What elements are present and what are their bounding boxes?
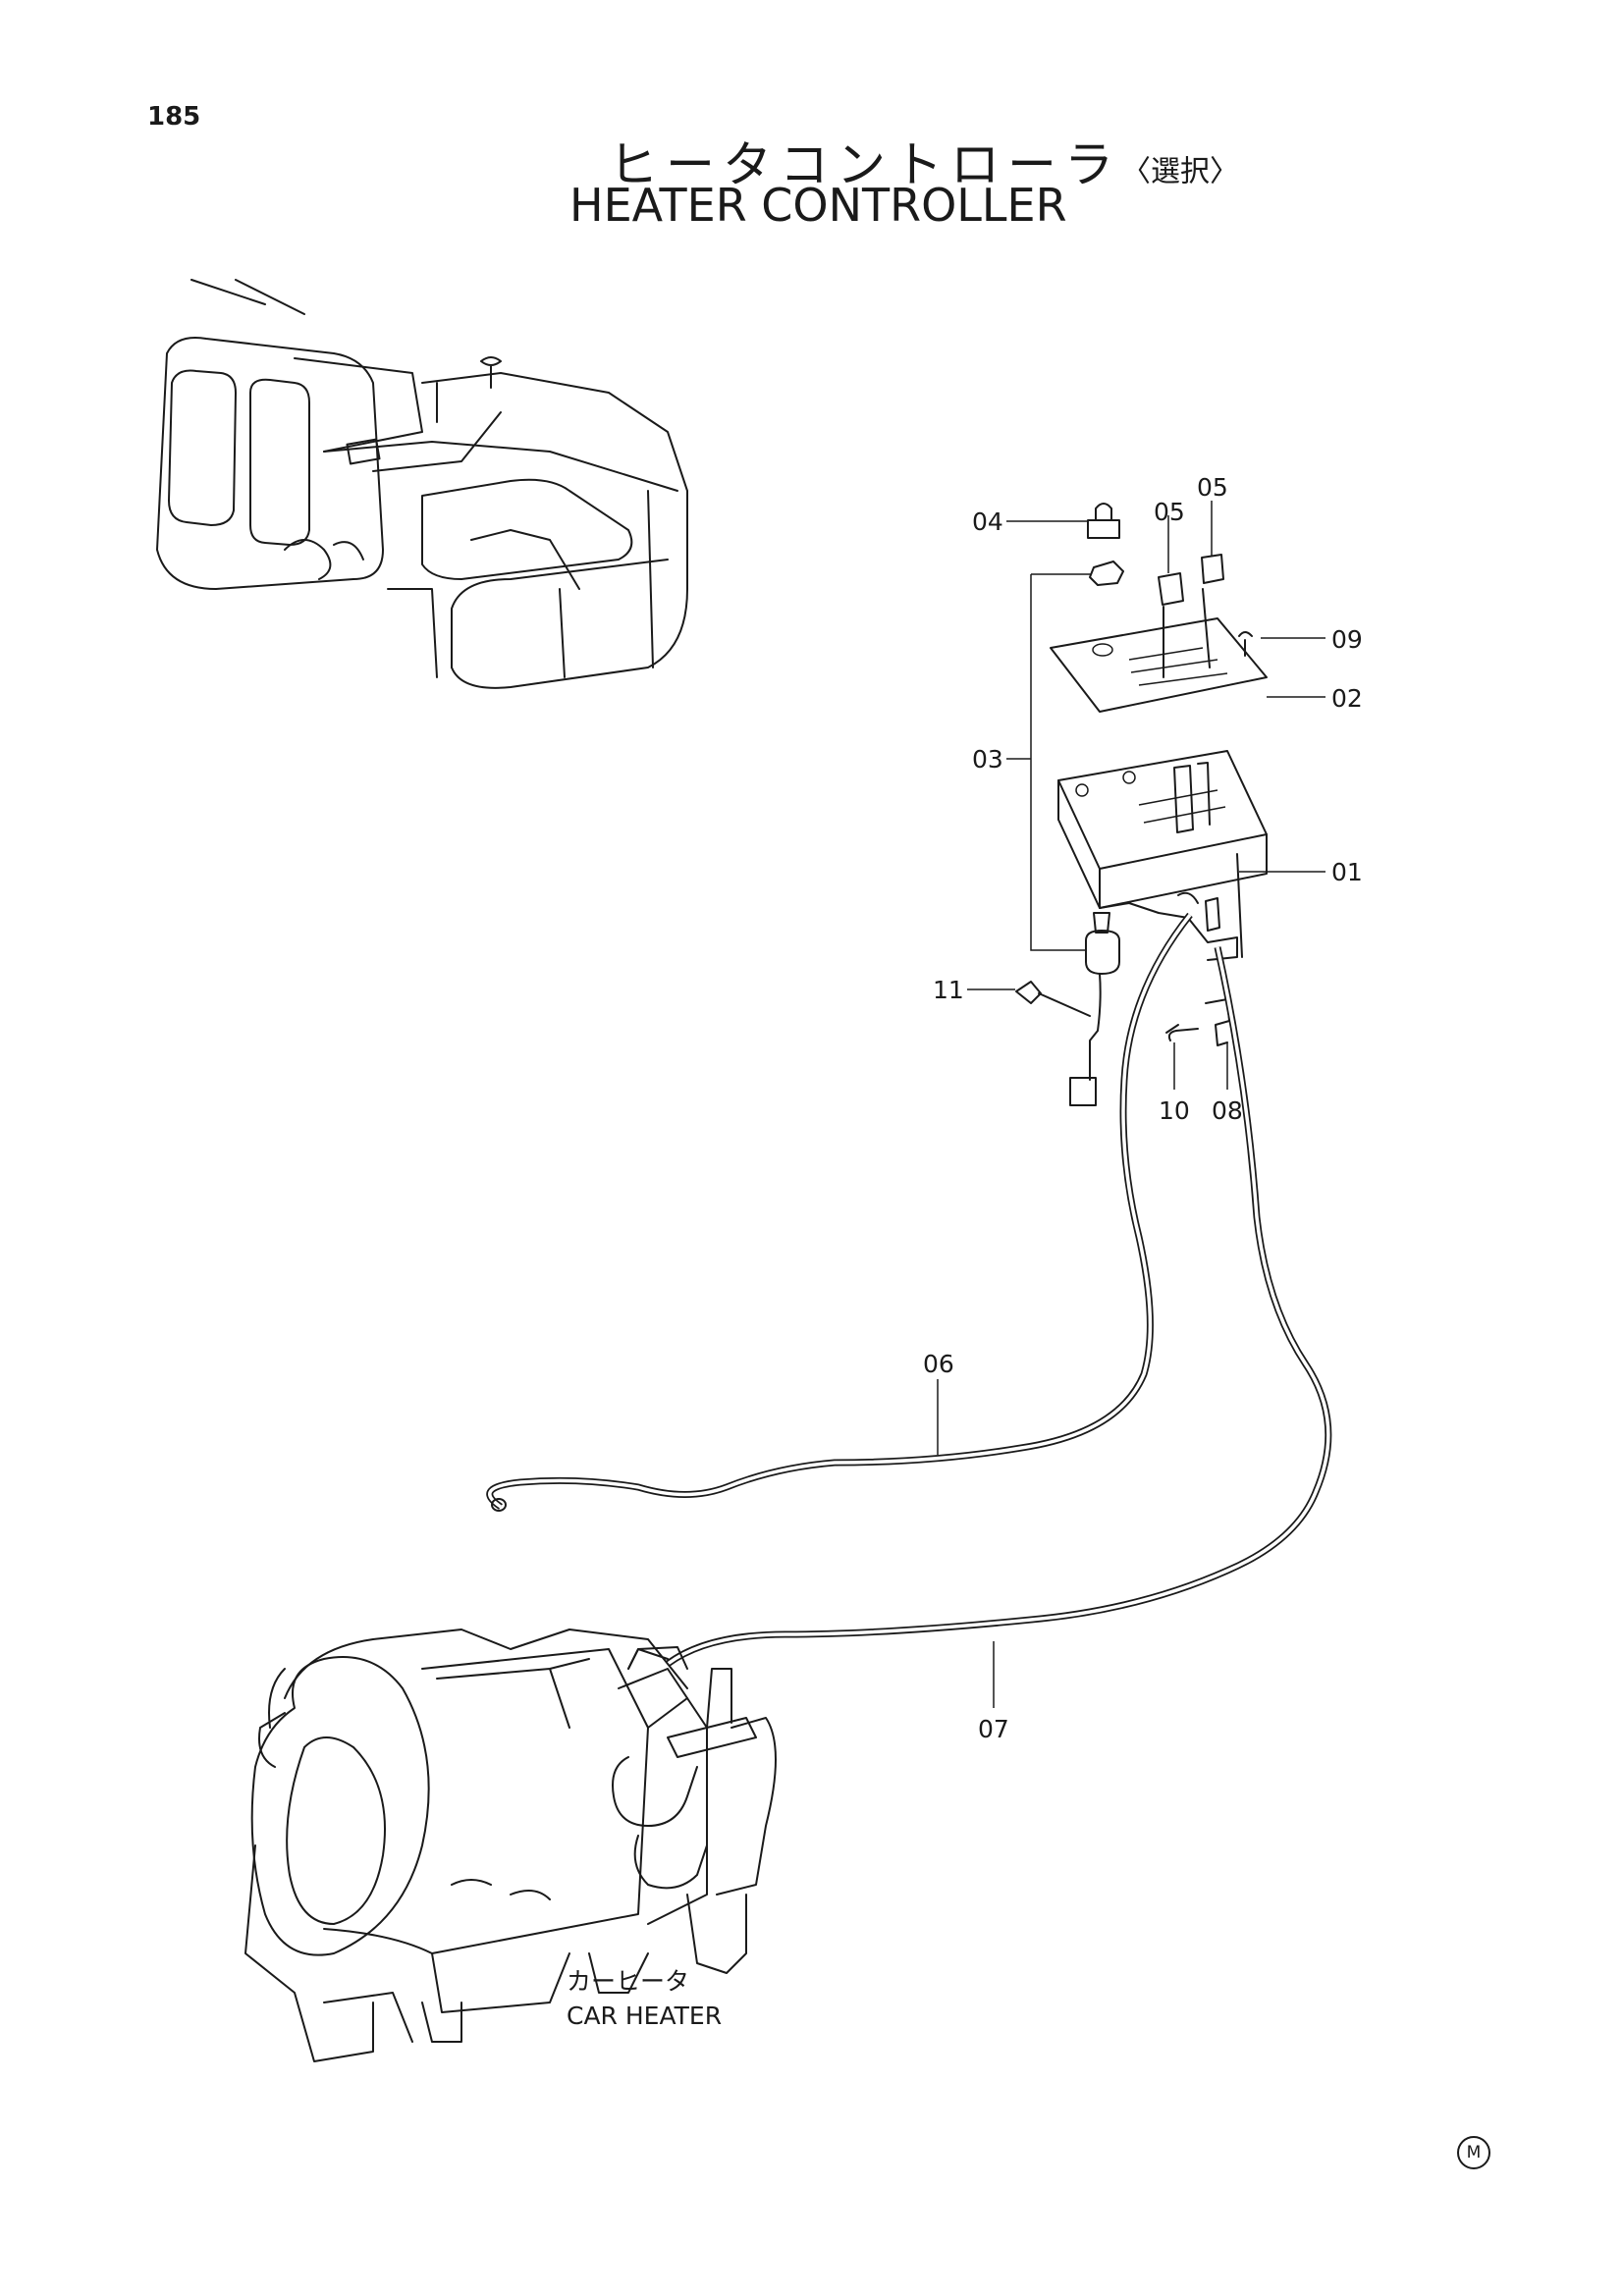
cable-07 (665, 946, 1332, 1667)
excavator-illustration (156, 279, 688, 689)
part-labels: 04 05 05 09 02 03 01 11 10 08 06 07 (923, 473, 1363, 1743)
part-label-08: 08 (1212, 1096, 1243, 1125)
part-label-02: 02 (1331, 684, 1363, 713)
title-english: HEATER CONTROLLER (569, 179, 1067, 232)
part-label-07: 07 (978, 1715, 1009, 1743)
caption-english: CAR HEATER (567, 2002, 722, 2030)
car-heater-illustration (244, 1629, 777, 2062)
cable-06 (486, 912, 1193, 1512)
part-label-10: 10 (1159, 1096, 1190, 1125)
title-option: 〈選択〉 (1121, 154, 1239, 189)
part-label-09: 09 (1331, 625, 1363, 654)
part-label-05-b: 05 (1197, 473, 1228, 502)
leader-lines (937, 501, 1325, 1708)
part-label-01: 01 (1331, 858, 1363, 886)
caption-japanese: カーヒータ (567, 1967, 689, 1996)
title-japanese-text: ヒータコントローラ (609, 136, 1121, 193)
controller-assembly (1015, 503, 1268, 1106)
part-label-04: 04 (972, 507, 1003, 536)
part-label-11: 11 (933, 976, 964, 1004)
title-japanese: ヒータコントローラ〈選択〉 (609, 126, 1239, 196)
page-number: 185 (147, 102, 201, 132)
part-label-03: 03 (972, 745, 1003, 774)
part-label-06: 06 (923, 1350, 954, 1378)
m-mark: M (1457, 2136, 1490, 2169)
part-label-05-a: 05 (1154, 498, 1185, 526)
